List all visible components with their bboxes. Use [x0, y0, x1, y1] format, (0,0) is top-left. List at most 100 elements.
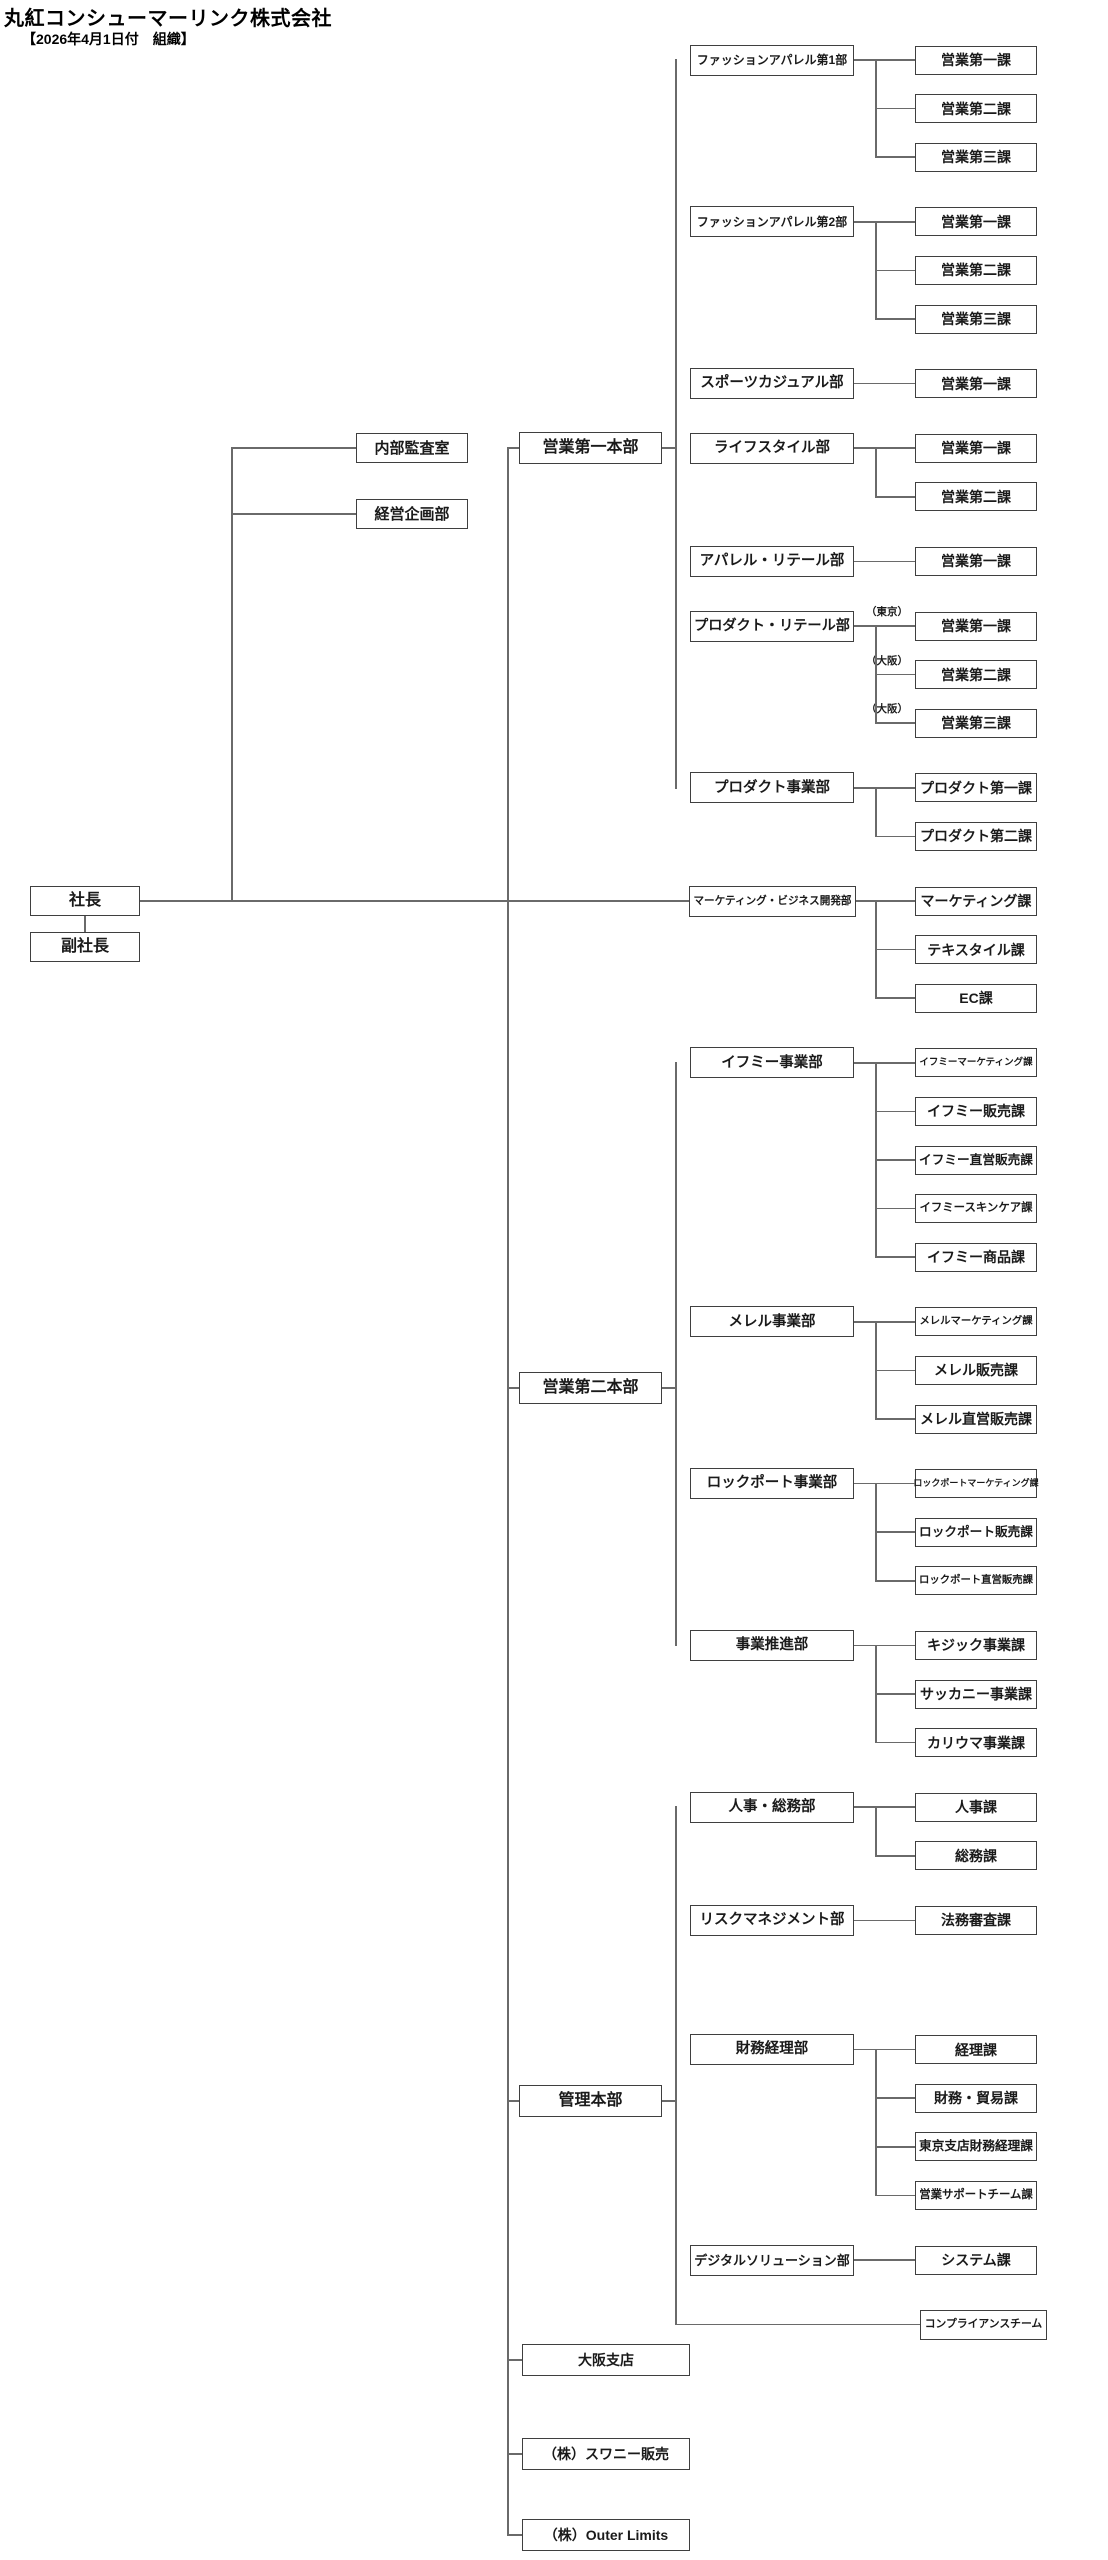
connector-line [232, 513, 356, 515]
connector-line [876, 1531, 915, 1533]
section-box: 人事課 [915, 1792, 1037, 1822]
division-box: 営業第二本部 [519, 1372, 662, 1404]
connector-line [662, 1387, 676, 1389]
department-box: ロックポート事業部 [690, 1468, 854, 1500]
connector-line [876, 1062, 915, 1064]
connector-line [876, 1110, 915, 1113]
section-box: ロックポートマーケティング課 [913, 1469, 1039, 1499]
connector-line [876, 997, 915, 999]
president-box: 社長 [30, 886, 140, 916]
connector-line [876, 625, 915, 627]
section-box: 営業第一課 [915, 433, 1037, 463]
department-box: 財務経理部 [690, 2034, 854, 2066]
department-box: ファッションアパレル第1部 [690, 44, 854, 76]
connector-line [876, 59, 915, 61]
section-box: テキスタイル課 [915, 935, 1037, 965]
connector-line [140, 900, 689, 902]
section-box: 東京支店財務経理課 [915, 2132, 1037, 2162]
connector-line [875, 787, 877, 838]
department-box: ファッションアパレル第2部 [690, 206, 854, 238]
connector-line [856, 900, 876, 902]
section-box: サッカニー事業課 [915, 1679, 1037, 1709]
location-note: （大阪） [866, 654, 908, 667]
section-box: 営業第二課 [915, 255, 1037, 285]
connector-line [854, 447, 876, 449]
page-subtitle: 【2026年4月1日付 組織】 [22, 31, 195, 47]
connector-line [875, 2048, 877, 2197]
connector-line [876, 1321, 915, 1323]
section-box: イフミー直営販売課 [915, 1145, 1037, 1175]
connector-line [854, 1062, 876, 1064]
connector-line [675, 1062, 677, 1647]
connector-line [231, 447, 233, 902]
connector-line [854, 59, 876, 61]
connector-line [676, 2323, 920, 2326]
connector-line [675, 1806, 677, 2326]
vice-president-box: 副社長 [30, 932, 140, 962]
section-box: メレル直営販売課 [915, 1404, 1037, 1434]
section-box: 営業第三課 [915, 142, 1037, 172]
connector-line [854, 1919, 915, 1922]
connector-line [854, 1806, 876, 1808]
department-box: 人事・総務部 [690, 1791, 854, 1823]
subsidiary-company-box: （株）スワニー販売 [522, 2438, 690, 2470]
connector-line [876, 948, 915, 951]
connector-line [662, 447, 676, 449]
connector-line [876, 156, 915, 158]
section-box: マーケティング課 [915, 886, 1037, 916]
team-box: コンプライアンスチーム [920, 2309, 1047, 2340]
department-box: ライフスタイル部 [690, 432, 854, 464]
connector-line [875, 447, 877, 498]
department-box: デジタルソリューション部 [690, 2244, 854, 2276]
section-box: 営業第二課 [915, 482, 1037, 512]
connector-line [84, 915, 86, 933]
connector-line [876, 722, 915, 724]
section-box: 営業第一課 [915, 546, 1037, 576]
branch-office-box: 大阪支店 [522, 2344, 690, 2376]
department-box: スポーツカジュアル部 [690, 368, 854, 400]
connector-line [854, 1321, 876, 1323]
connector-line [854, 1644, 876, 1647]
connector-line [508, 2359, 522, 2361]
connector-line [675, 59, 677, 789]
connector-line [876, 787, 915, 789]
section-box: 営業第二課 [915, 94, 1037, 124]
connector-line [854, 221, 876, 223]
page-title: 丸紅コンシューマーリンク株式会社 [4, 8, 332, 30]
section-box: イフミーマーケティング課 [915, 1048, 1037, 1078]
connector-line [876, 447, 915, 449]
section-box: ロックポート販売課 [915, 1517, 1037, 1547]
connector-line [876, 1159, 915, 1161]
connector-line [507, 447, 509, 2536]
connector-line [854, 560, 915, 563]
connector-line [876, 2097, 915, 2099]
connector-line [876, 1580, 915, 1582]
section-box: プロダクト第二課 [915, 821, 1037, 851]
connector-line [508, 2534, 522, 2536]
department-box: メレル事業部 [690, 1306, 854, 1338]
location-note: （大阪） [866, 703, 908, 716]
connector-line [876, 496, 915, 498]
section-box: イフミー商品課 [915, 1242, 1037, 1272]
connector-line [854, 787, 876, 789]
section-box: 営業第一課 [915, 45, 1037, 75]
staff-office-box: 経営企画部 [356, 499, 468, 529]
connector-line [508, 2453, 522, 2455]
section-box: 経理課 [915, 2035, 1037, 2065]
connector-line [854, 2259, 915, 2261]
connector-line [876, 673, 915, 676]
section-box: 営業第二課 [915, 660, 1037, 690]
connector-line [876, 318, 915, 320]
connector-line [876, 1693, 915, 1695]
section-box: キジック事業課 [915, 1630, 1037, 1660]
connector-line [876, 107, 915, 110]
connector-line [876, 1741, 915, 1744]
connector-line [508, 447, 519, 449]
staff-office-box: 内部監査室 [356, 433, 468, 463]
connector-line [875, 1806, 877, 1857]
connector-line [508, 1387, 519, 1389]
connector-line [854, 625, 876, 627]
connector-line [232, 447, 356, 449]
section-box: 営業サポートチーム課 [915, 2180, 1037, 2210]
